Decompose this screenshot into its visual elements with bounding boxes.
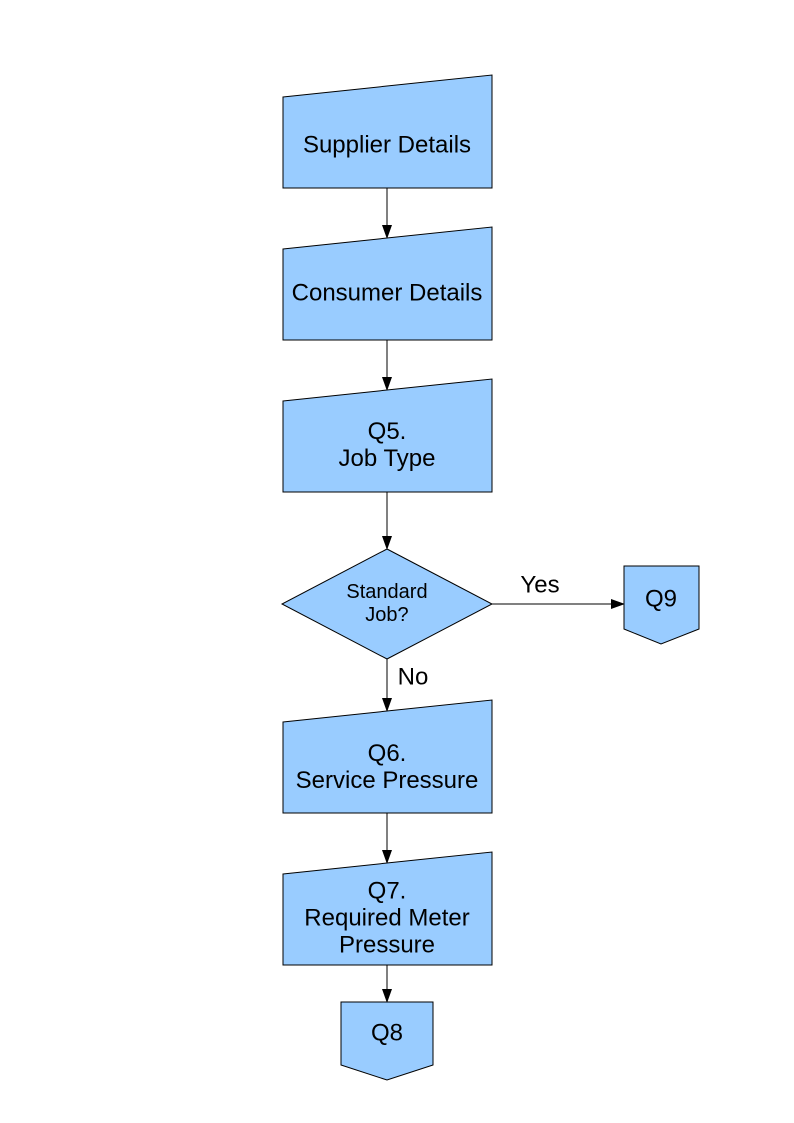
node-shape-q7-required-meter-pressure [282,851,493,966]
node-shape-q9-connector [623,565,700,645]
node-shape-q6-service-pressure [282,699,493,814]
node-shape-supplier-details [282,74,493,189]
node-shape-q8-connector [340,1001,434,1081]
node-shape-standard-job-decision [280,548,494,660]
node-shape-q5-job-type [282,378,493,493]
node-shape-consumer-details [282,226,493,341]
